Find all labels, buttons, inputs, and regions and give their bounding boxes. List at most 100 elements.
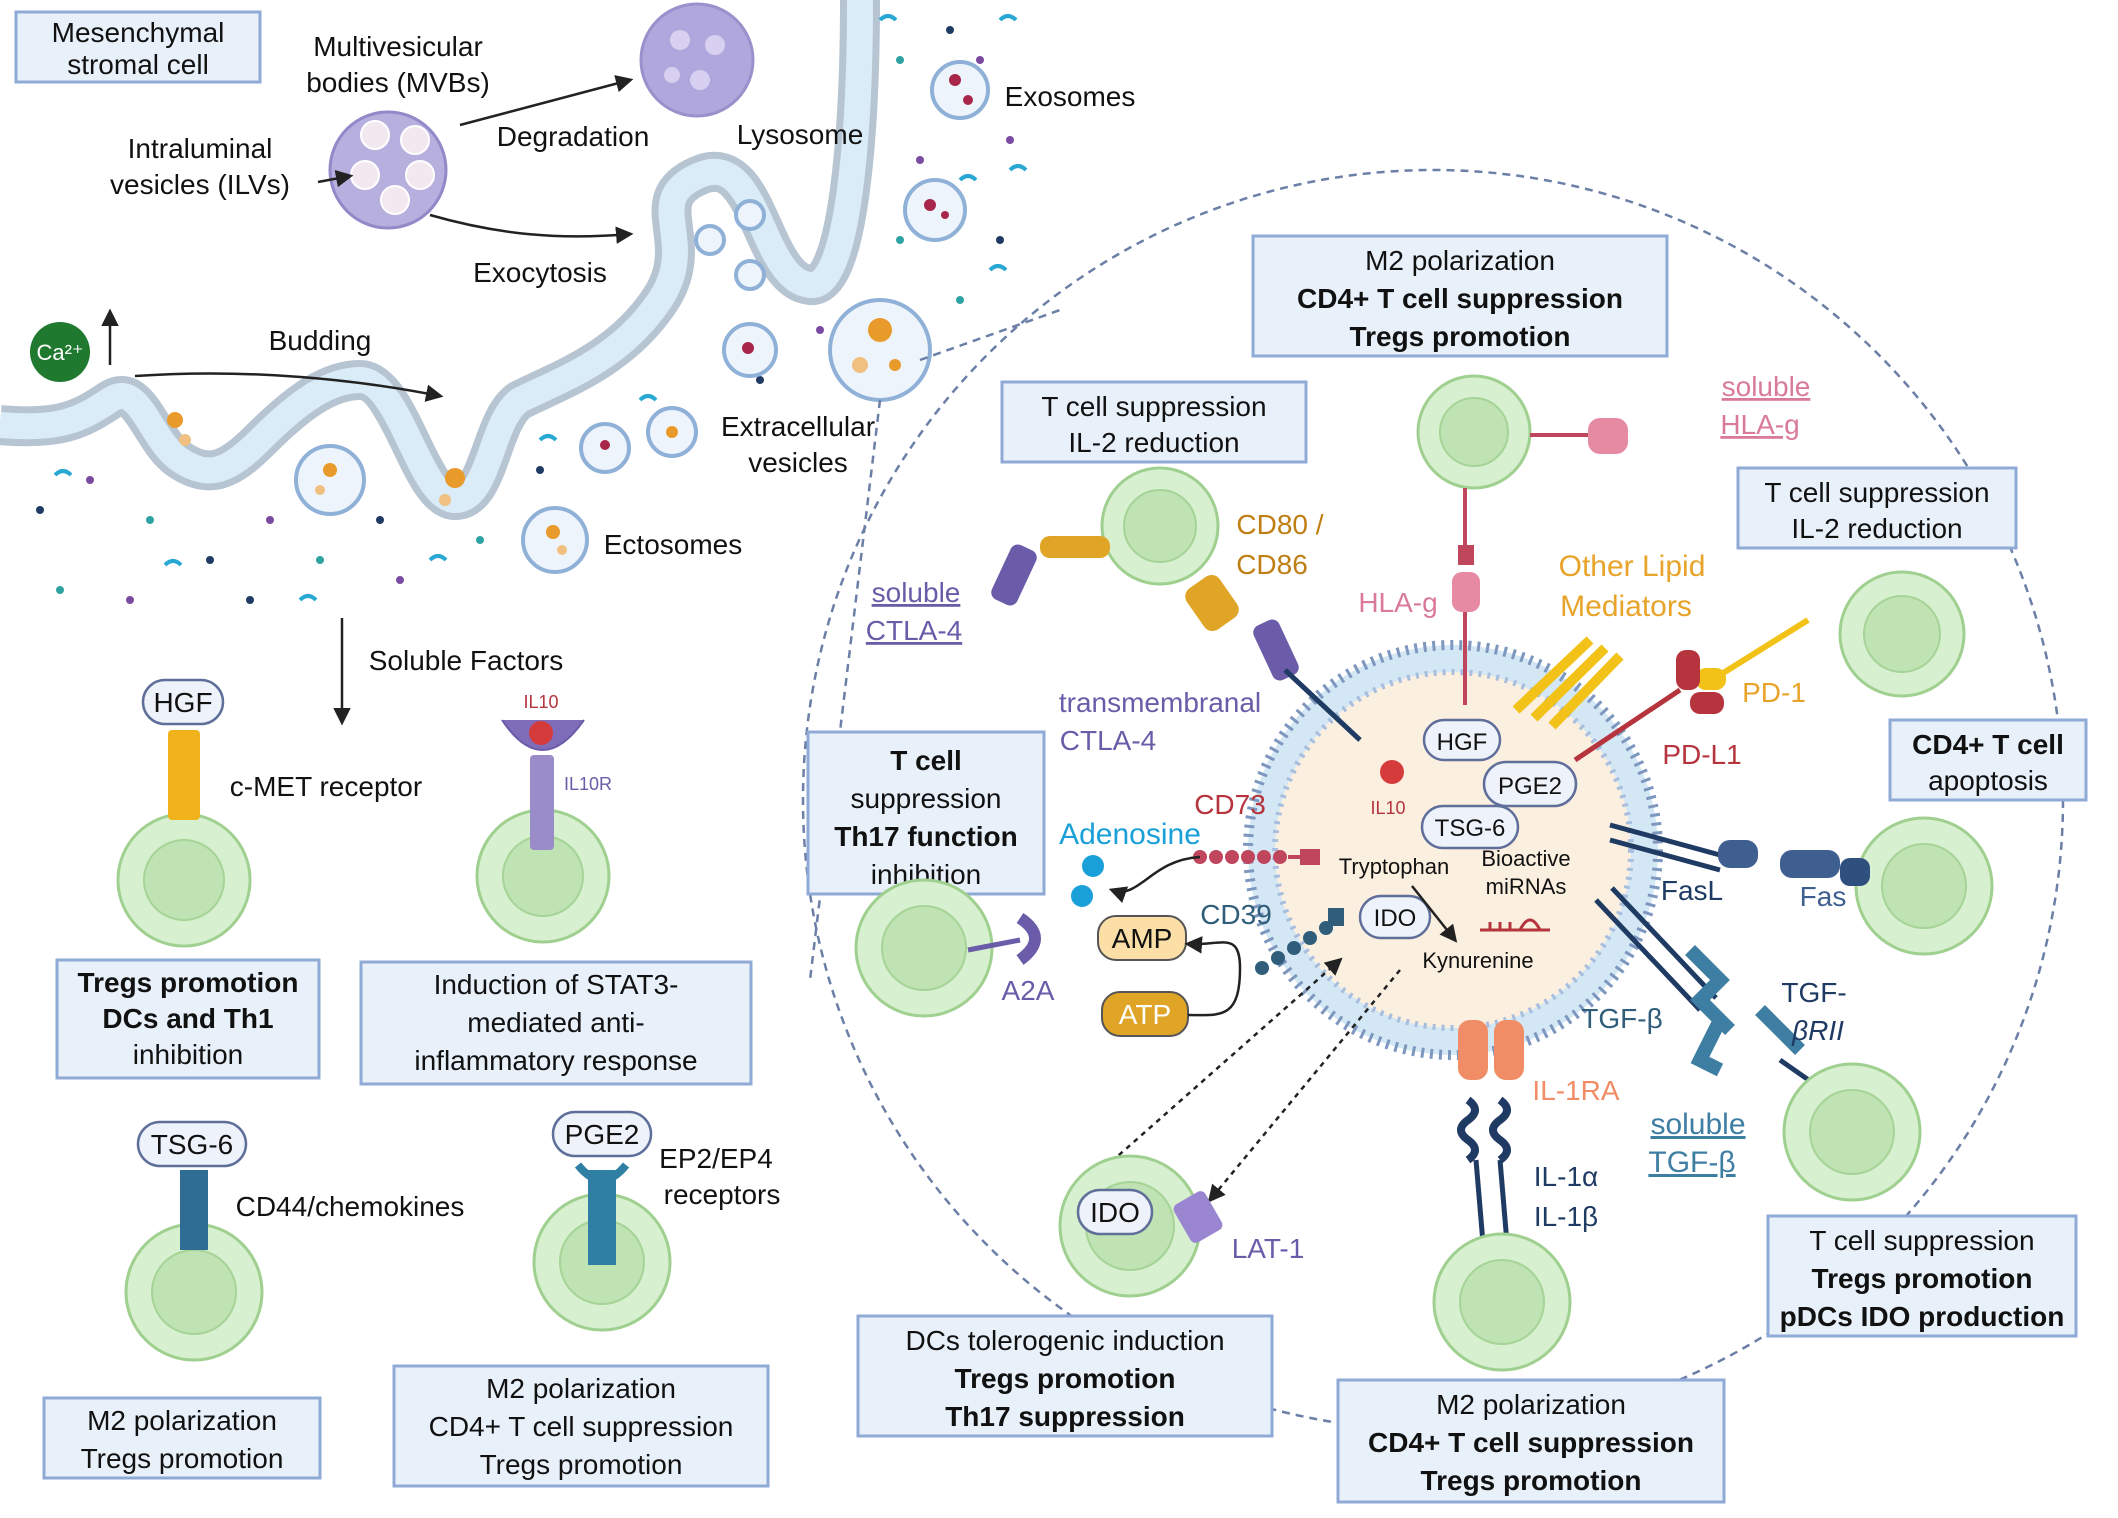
pge2-target-cell: PGE2 (532, 1110, 672, 1332)
hgf-effect-box: Tregs promotion DCs and Th1 inhibition (55, 958, 321, 1080)
tsg6-effect-box: M2 polarization Tregs promotion (42, 1396, 322, 1480)
svg-text:HGF: HGF (1437, 729, 1488, 756)
il1ra-label: IL-1RA (1532, 1075, 1619, 1106)
il1ra-complex (1457, 1020, 1524, 1256)
hgf-effect-line1: Tregs promotion (78, 967, 299, 998)
box-dcs-effect: DCs tolerogenic induction Tregs promotio… (856, 1314, 1274, 1438)
ev-label-line2: vesicles (748, 447, 848, 478)
box-tgfb-line2: Tregs promotion (1812, 1263, 2033, 1294)
tgfbrii-line2: βRII (1791, 1015, 1844, 1046)
ido-dashed-arrow-2 (1207, 969, 1401, 1203)
degradation-arrow (459, 75, 634, 127)
bioactive-line2: miRNAs (1486, 874, 1567, 899)
mvb-label-line1: Multivesicular (313, 31, 483, 62)
lipid-line1: Other Lipid (1559, 550, 1706, 583)
soluble-hlag-line2: HLA-g (1720, 409, 1799, 440)
svg-text:TSG-6: TSG-6 (1435, 815, 1506, 842)
exocytosis-arrow (429, 213, 634, 244)
atp-pill: ATP (1101, 991, 1189, 1037)
box-cd80-effect: T cell suppression IL-2 reduction (1000, 380, 1308, 464)
inner-hgf-pill: HGF (1422, 718, 1502, 762)
inner-pge2-pill: PGE2 (1482, 760, 1578, 808)
svg-text:AMP: AMP (1112, 923, 1173, 954)
calcium-label: Ca²⁺ (36, 340, 83, 365)
hlag-label: HLA-g (1358, 587, 1437, 618)
lipid-mediators (1512, 636, 1624, 730)
cd44-label: CD44/chemokines (236, 1191, 465, 1222)
msc-title-line1: Mesenchymal (52, 17, 225, 48)
hgf-effect-line3: inhibition (133, 1039, 244, 1070)
box-adenosine-line3: Th17 function (834, 821, 1018, 852)
transmembranal-line1: transmembranal (1059, 687, 1261, 718)
cd80-line2: CD86 (1236, 549, 1308, 580)
msc-title-line2: stromal cell (67, 49, 209, 80)
box-dcs-line3: Th17 suppression (945, 1401, 1185, 1432)
ilv-label-line1: Intraluminal (128, 133, 273, 164)
soluble-factors-label: Soluble Factors (369, 645, 564, 676)
lat1-label: LAT-1 (1232, 1233, 1305, 1264)
zoom-connector-top (919, 308, 1061, 362)
lat1-target-cell: IDO (1058, 1154, 1223, 1298)
kynurenine-label: Kynurenine (1422, 948, 1533, 973)
tsg6-target-cell: TSG-6 (124, 1120, 264, 1362)
il1-line1: IL-1α (1534, 1161, 1598, 1192)
box-pd1-line2: IL-2 reduction (1791, 513, 1962, 544)
pdl1-label: PD-L1 (1662, 739, 1741, 770)
il1-target-cell (1432, 1232, 1572, 1372)
pge2-effect-box: M2 polarization CD4+ T cell suppression … (392, 1364, 770, 1488)
adenosine-label: Adenosine (1059, 818, 1201, 851)
fasl-label: FasL (1661, 875, 1723, 906)
ido-cell-label: IDO (1090, 1197, 1140, 1228)
budding-arrow (134, 372, 444, 402)
box-dcs-line1: DCs tolerogenic induction (905, 1325, 1224, 1356)
il10-target-cell (475, 719, 611, 944)
bioactive-line1: Bioactive (1481, 846, 1570, 871)
pge2-effect-line1: M2 polarization (486, 1373, 676, 1404)
svg-text:ATP: ATP (1119, 999, 1171, 1030)
msc-title-box: Mesenchymal stromal cell (14, 10, 262, 84)
inner-il10-label: IL10 (1370, 798, 1405, 818)
tgfb-label: TGF-β (1581, 1003, 1662, 1034)
tgfb-target-cell (1782, 1062, 1922, 1202)
box-il1-line3: Tregs promotion (1421, 1465, 1642, 1496)
ectosomes-label: Ectosomes (604, 529, 743, 560)
inner-tsg6-pill: TSG-6 (1420, 804, 1520, 850)
lysosome-label: Lysosome (737, 119, 864, 150)
il1-line2: IL-1β (1534, 1201, 1598, 1232)
soluble-ctla4-line2: CTLA-4 (866, 615, 962, 646)
hgf-pill-label: HGF (153, 687, 212, 718)
box-fas-line2: apoptosis (1928, 765, 2048, 796)
box-hlag-line3: Tregs promotion (1350, 321, 1571, 352)
tgfbrii-line1: TGF- (1781, 977, 1846, 1008)
a2a-label: A2A (1002, 975, 1055, 1006)
mvb (328, 110, 448, 230)
mvb-label-line2: bodies (MVBs) (306, 67, 490, 98)
cd73-label: CD73 (1194, 789, 1266, 820)
hgf-target-cell: HGF (116, 678, 252, 948)
transmembranal-line2: CTLA-4 (1060, 725, 1156, 756)
ido-dashed-arrow-1 (1101, 957, 1343, 1171)
fas-label: Fas (1800, 881, 1847, 912)
hlag-target-cell (1416, 374, 1628, 705)
box-il1-line1: M2 polarization (1436, 1389, 1626, 1420)
soluble-tgfb-line2: TGF-β (1648, 1146, 1735, 1179)
box-hlag-effect: M2 polarization CD4+ T cell suppression … (1251, 234, 1669, 358)
pge2-effect-line3: Tregs promotion (480, 1449, 683, 1480)
pge2-effect-line2: CD4+ T cell suppression (429, 1411, 734, 1442)
cd80-line1: CD80 / (1236, 509, 1323, 540)
hgf-effect-line2: DCs and Th1 (102, 1003, 273, 1034)
box-dcs-line2: Tregs promotion (955, 1363, 1176, 1394)
soluble-hlag-line1: soluble (1722, 371, 1811, 402)
box-adenosine-line2: suppression (851, 783, 1002, 814)
il10-effect-line2: mediated anti- (467, 1007, 644, 1038)
box-pd1-line1: T cell suppression (1764, 477, 1989, 508)
adenosine-dot-2 (1071, 885, 1093, 907)
ep-label-line1: EP2/EP4 (659, 1143, 773, 1174)
box-cd80-line1: T cell suppression (1041, 391, 1266, 422)
cd39-label: CD39 (1200, 899, 1272, 930)
fas-target-cell (1609, 816, 1994, 956)
box-adenosine-effect: T cell suppression Th17 function inhibit… (806, 730, 1046, 896)
box-tgfb-line3: pDCs IDO production (1780, 1301, 2065, 1332)
il10r-label: IL10R (564, 774, 612, 794)
